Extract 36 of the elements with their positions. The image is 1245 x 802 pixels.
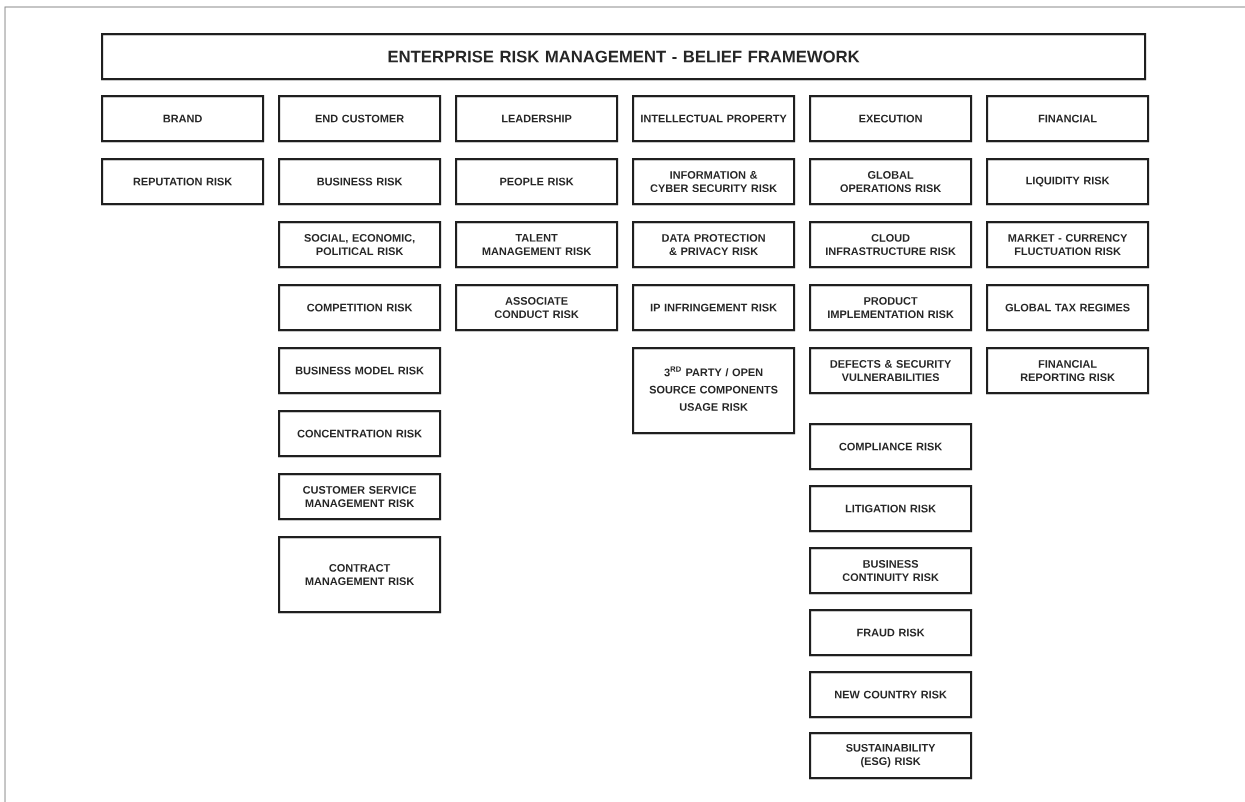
risk-box: MARKET - CURRENCY FLUCTUATION RISK [986,221,1150,269]
risk-box: REPUTATION RISK [101,158,265,206]
risk-box: INTELLECTUAL PROPERTY [632,95,796,143]
risk-box: LITIGATION RISK [809,485,973,533]
risk-box: CONTRACT MANAGEMENT RISK [278,536,442,614]
risk-box: $\begin{gathered}\text{3}^{\text{RD}}\text{ PARTY / OPEN}\\ \text{SOURCE COMPONENTS}\\ \text{USAGE RISK}\end{gathered}$ [632,347,796,435]
risk-box: END CUSTOMER [278,95,442,143]
risk-box: TALENT MANAGEMENT RISK [455,221,619,269]
title-box: ENTERPRISE RISK MANAGEMENT - BELIEF FRAMEWORK [101,33,1147,81]
risk-box: GLOBAL TAX REGIMES [986,284,1150,332]
risk-box: FINANCIAL REPORTING RISK [986,347,1150,395]
risk-box: BUSINESS RISK [278,158,442,206]
risk-box: DATA PROTECTION & PRIVACY RISK [632,221,796,269]
risk-box: COMPETITION RISK [278,284,442,332]
risk-box: LEADERSHIP [455,95,619,143]
risk-box: PRODUCT IMPLEMENTATION RISK [809,284,973,332]
risk-box: PEOPLE RISK [455,158,619,206]
risk-box: SUSTAINABILITY (ESG) RISK [809,732,973,780]
risk-box: CUSTOMER SERVICE MANAGEMENT RISK [278,473,442,521]
risk-box: ASSOCIATE CONDUCT RISK [455,284,619,332]
risk-box: CONCENTRATION RISK [278,410,442,458]
risk-box: BUSINESS CONTINUITY RISK [809,547,973,595]
risk-box: DEFECTS & SECURITY VULNERABILITIES [809,347,973,395]
risk-box: BRAND [101,95,265,143]
risk-box: CLOUD INFRASTRUCTURE RISK [809,221,973,269]
risk-box: NEW COUNTRY RISK [809,671,973,719]
risk-box: COMPLIANCE RISK [809,423,973,471]
risk-box: EXECUTION [809,95,973,143]
risk-box: IP INFRINGEMENT RISK [632,284,796,332]
risk-box: LIQUIDITY RISK [986,158,1150,206]
risk-box: SOCIAL, ECONOMIC, POLITICAL RISK [278,221,442,269]
risk-box: GLOBAL OPERATIONS RISK [809,158,973,206]
risk-box: INFORMATION & CYBER SECURITY RISK [632,158,796,206]
risk-box: FINANCIAL [986,95,1150,143]
risk-box: FRAUD RISK [809,609,973,657]
risk-box: BUSINESS MODEL RISK [278,347,442,395]
